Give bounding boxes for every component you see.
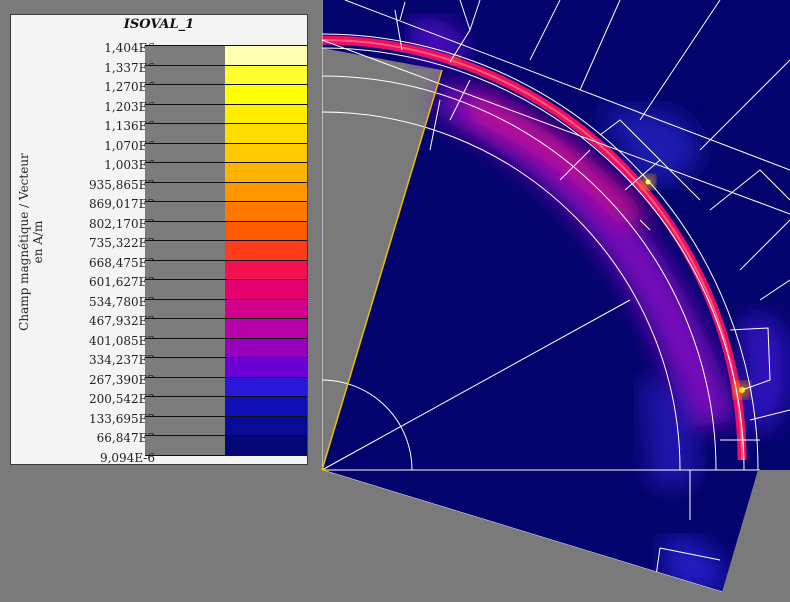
legend-tick-line [145, 201, 307, 202]
legend-gray-swatch [145, 298, 225, 318]
legend-gray-swatch [145, 337, 225, 357]
legend-tick-line [145, 318, 307, 319]
legend-gray-swatch [145, 396, 225, 416]
legend-tick-line [145, 415, 307, 417]
legend-level-label: 200,542E3 [88, 392, 155, 406]
legend-color-swatch [225, 201, 307, 221]
legend-color-swatch [225, 396, 307, 416]
legend-tick-line [145, 220, 307, 222]
legend-tick-line [145, 454, 307, 456]
legend-color-swatch [225, 357, 307, 377]
legend-level-label: 133,695E3 [88, 411, 155, 426]
legend-level-label: 534,780E3 [88, 294, 155, 309]
legend-tick-line [145, 259, 307, 261]
legend-color-swatch [225, 181, 307, 201]
legend-color-swatch [225, 123, 307, 143]
legend-gray-swatch [145, 357, 225, 377]
legend-gray-swatch [145, 123, 225, 143]
legend-color-swatch [225, 64, 307, 84]
legend-gray-swatch [145, 181, 225, 201]
legend-tick-line [145, 64, 307, 66]
legend-color-swatch [225, 337, 307, 357]
legend-level-label: 802,170E3 [88, 216, 155, 231]
legend-color-swatch [225, 220, 307, 240]
outside-region [322, 48, 442, 470]
legend-color-swatch [225, 318, 307, 338]
legend-color-swatch [225, 240, 307, 260]
legend-level-label: 1,070E6 [104, 138, 155, 153]
legend-level-label: 1,136E6 [104, 119, 155, 133]
legend-gray-swatch [145, 162, 225, 182]
field-band-purple [440, 78, 738, 430]
legend-level-label: 1,270E6 [104, 80, 155, 94]
legend-level-label: 935,865E3 [88, 177, 155, 192]
legend-tick-line [145, 181, 307, 183]
legend-tick-line [145, 279, 307, 280]
legend-gray-swatch [145, 220, 225, 240]
legend-gray-swatch [145, 142, 225, 162]
legend-level-label: 401,085E3 [88, 333, 155, 348]
legend-tick-line [145, 123, 307, 124]
legend-tick-line [145, 357, 307, 358]
field-blob-5 [640, 379, 700, 488]
legend-tick-line [145, 103, 307, 105]
legend-tick-line [145, 396, 307, 397]
legend-level-label: 735,322E3 [88, 236, 155, 250]
legend-gray-swatch [145, 415, 225, 435]
legend-color-swatch [225, 415, 307, 435]
legend-gray-swatch [145, 201, 225, 221]
legend-panel: ISOVAL_1 Champ magnétique / Vecteur en A… [10, 14, 308, 465]
legend-level-label: 601,627E3 [88, 275, 155, 289]
legend-gray-swatch [145, 84, 225, 104]
legend-tick-line [145, 298, 307, 300]
legend-tick-line [145, 142, 307, 144]
legend-gray-swatch [145, 259, 225, 279]
legend-level-label: 668,475E3 [88, 255, 155, 270]
legend-color-swatch [225, 435, 307, 455]
legend-color-swatch [225, 84, 307, 104]
legend-color-swatch [225, 142, 307, 162]
legend-gray-swatch [145, 240, 225, 260]
legend-level-label: 66,847E3 [96, 431, 155, 445]
legend-gray-swatch [145, 435, 225, 455]
field-band-magenta [470, 90, 650, 225]
legend-gray-swatch [145, 376, 225, 396]
legend-tick-line [145, 240, 307, 241]
legend-tick-line [145, 84, 307, 85]
legend-level-label: 267,390E3 [88, 372, 155, 387]
hotspot-1-core [645, 179, 651, 185]
legend-level-label: 1,003E6 [104, 158, 155, 172]
legend-level-label: 1,404E6 [104, 41, 155, 55]
legend-level-label: 334,237E3 [88, 353, 155, 367]
legend-color-swatch [225, 279, 307, 299]
legend-tick-line [145, 45, 307, 46]
legend-color-swatch [225, 45, 307, 65]
legend-color-swatch [225, 376, 307, 396]
legend-tick-line [145, 337, 307, 339]
legend-gray-swatch [145, 103, 225, 123]
legend-tick-line [145, 376, 307, 378]
boundary-edge [321, 69, 443, 471]
legend-gray-swatch [145, 64, 225, 84]
legend-title: ISOVAL_1 [123, 17, 195, 32]
legend-gray-swatch [145, 318, 225, 338]
field-blob-1 [600, 108, 700, 182]
legend-color-swatch [225, 298, 307, 318]
legend-gray-swatch [145, 45, 225, 65]
legend-level-label: 9,094E-6 [99, 450, 155, 465]
legend-level-label: 869,017E3 [88, 197, 155, 211]
legend-level-label: 1,203E6 [104, 99, 155, 114]
legend-level-label: 1,337E6 [104, 60, 155, 75]
legend-color-swatch [225, 103, 307, 123]
legend-tick-line [145, 162, 307, 163]
legend-tick-line [145, 435, 307, 436]
legend-color-swatch [225, 162, 307, 182]
legend-color-swatch [225, 259, 307, 279]
legend-level-label: 467,932E3 [88, 314, 155, 328]
legend-gray-swatch [145, 279, 225, 299]
